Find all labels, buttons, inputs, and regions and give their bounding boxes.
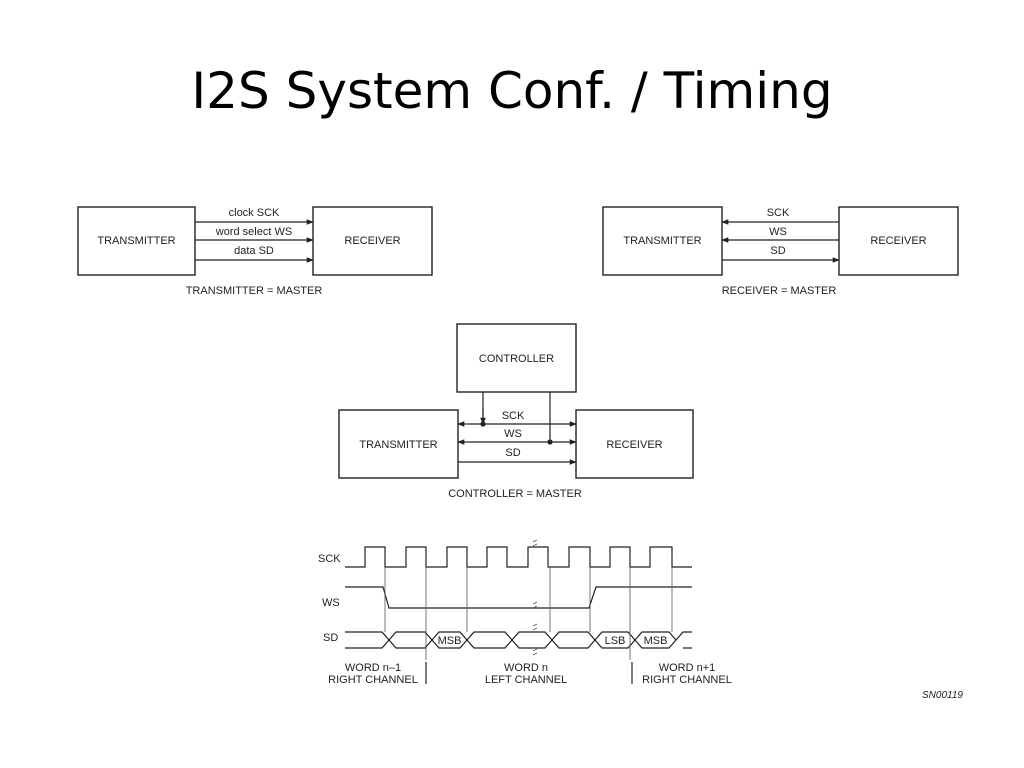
config-transmitter-master: TRANSMITTER RECEIVER clock SCK word sele… [77, 206, 433, 297]
receiver-label: RECEIVER [606, 439, 662, 451]
break-marks [532, 539, 538, 656]
receiver-block [575, 409, 694, 479]
sck-label: clock SCK [229, 207, 280, 219]
controller-label: CONTROLLER [479, 353, 554, 365]
timing-gridlines [384, 567, 673, 660]
ws-waveform [345, 586, 692, 609]
sd-label: SD [770, 245, 785, 257]
config-receiver-master: TRANSMITTER RECEIVER SCK WS SD RECEIVER … [602, 206, 959, 297]
ws-label: WS [504, 428, 522, 440]
msb-label: MSB [438, 635, 462, 647]
caption: RECEIVER = MASTER [722, 285, 837, 297]
controller-block [456, 323, 577, 393]
sd-bus [345, 631, 692, 649]
ws-signal-label: WS [322, 597, 340, 609]
caption: CONTROLLER = MASTER [448, 488, 582, 500]
word-next-line2: RIGHT CHANNEL [642, 674, 732, 686]
config-controller-master: CONTROLLER TRANSMITTER RECEIVER SCK WS S… [338, 323, 694, 500]
transmitter-label: TRANSMITTER [97, 235, 175, 247]
sd-label: data SD [234, 245, 274, 257]
sck-label: SCK [502, 410, 525, 422]
msb-label-next: MSB [644, 635, 668, 647]
sck-waveform [345, 546, 692, 568]
sck-label: SCK [767, 207, 790, 219]
transmitter-label: TRANSMITTER [623, 235, 701, 247]
page-title: I2S System Conf. / Timing [191, 62, 833, 120]
ws-label: word select WS [215, 226, 292, 238]
transmitter-block [338, 409, 459, 479]
sd-label: SD [505, 447, 520, 459]
timing-diagram: SCK WS SD MSB LSB MSB [318, 539, 963, 701]
receiver-label: RECEIVER [344, 235, 400, 247]
receiver-label: RECEIVER [870, 235, 926, 247]
sck-signal-label: SCK [318, 553, 341, 565]
word-prev-line1: WORD n–1 [345, 662, 401, 674]
word-prev-line2: RIGHT CHANNEL [328, 674, 418, 686]
figure-reference: SN00119 [922, 690, 963, 701]
sd-signal-label: SD [323, 632, 338, 644]
receiver-block [838, 206, 959, 276]
lsb-label: LSB [605, 635, 626, 647]
transmitter-label: TRANSMITTER [359, 439, 437, 451]
word-current-line2: LEFT CHANNEL [485, 674, 567, 686]
word-next-line1: WORD n+1 [659, 662, 716, 674]
ws-label: WS [769, 226, 787, 238]
caption: TRANSMITTER = MASTER [186, 285, 323, 297]
receiver-block [312, 206, 433, 276]
transmitter-block [77, 206, 196, 276]
word-current-line1: WORD n [504, 662, 548, 674]
